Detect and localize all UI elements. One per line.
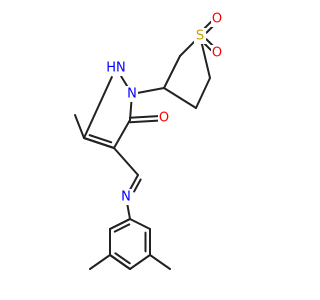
bond-P5-M5 bbox=[149, 254, 171, 270]
bond-P1-P2 bbox=[109, 218, 131, 230]
atom-background bbox=[105, 60, 127, 76]
bond-P4-P5 bbox=[129, 254, 151, 270]
atom-background bbox=[194, 28, 206, 44]
bond-Ce-N3-second bbox=[133, 178, 142, 193]
bond-C3-C4-second bbox=[88, 134, 113, 144]
bond-P3-M3 bbox=[89, 254, 111, 270]
bond-S-Ca bbox=[179, 39, 197, 57]
atom-background bbox=[158, 110, 170, 126]
atom-label-n3: N bbox=[121, 190, 131, 205]
bond-N2-C3 bbox=[83, 76, 113, 139]
bond-Cb-S bbox=[200, 41, 211, 79]
bond-C3-C4 bbox=[83, 137, 115, 149]
bond-Ca-Cd bbox=[163, 55, 181, 89]
bond-Cd-Cc bbox=[163, 87, 197, 109]
bond-P3-P4-second bbox=[114, 252, 131, 265]
atom-label-s: S bbox=[196, 29, 204, 44]
bonds bbox=[74, 20, 216, 270]
atom-background bbox=[211, 45, 223, 61]
atom-background bbox=[211, 11, 223, 27]
atom-label-n2: HN bbox=[106, 61, 126, 76]
bond-C4-Ce bbox=[113, 147, 139, 176]
bond-C5-N1 bbox=[129, 98, 133, 121]
atom-label-n1: N bbox=[127, 87, 137, 102]
bond-N3-P1 bbox=[126, 201, 131, 220]
bond-P1-P2-second bbox=[113, 223, 131, 233]
atom-background bbox=[120, 189, 132, 205]
bond-C5-O1 bbox=[129, 119, 160, 124]
bond-C4-C5 bbox=[113, 119, 131, 149]
bond-P6-P1 bbox=[129, 218, 151, 230]
atom-label-o1: O bbox=[159, 111, 169, 126]
bond-C5-O1-second bbox=[128, 115, 159, 119]
bond-Cd-N1 bbox=[136, 87, 165, 94]
atom-background bbox=[126, 86, 138, 102]
bond-Cc-Cb bbox=[195, 77, 211, 109]
bond-C3-Me1 bbox=[74, 114, 85, 139]
atom-label-os1: O bbox=[212, 12, 222, 27]
atom-label-os2: O bbox=[212, 46, 222, 61]
bond-P3-P4 bbox=[109, 254, 131, 270]
bond-Ce-N3 bbox=[127, 174, 139, 193]
